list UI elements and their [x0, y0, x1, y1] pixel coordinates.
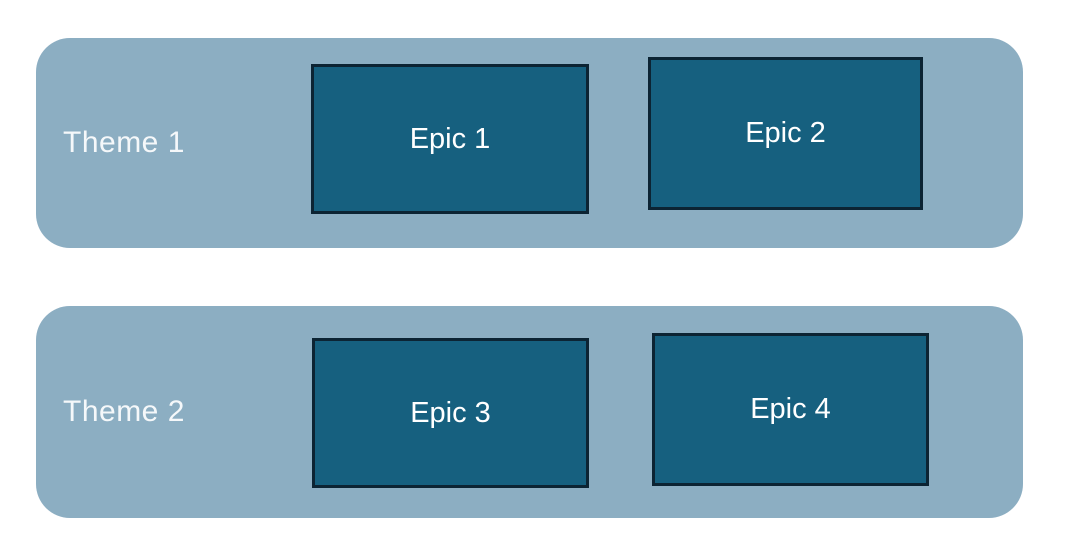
- epic-3-box: Epic 3: [312, 338, 589, 488]
- theme-band-1: Theme 1 Epic 1 Epic 2: [36, 38, 1023, 248]
- epic-2-box: Epic 2: [648, 57, 923, 210]
- epic-4-box: Epic 4: [652, 333, 929, 486]
- epic-2-label: Epic 2: [745, 117, 826, 149]
- theme-1-label: Theme 1: [63, 126, 185, 159]
- theme-band-2: Theme 2 Epic 3 Epic 4: [36, 306, 1023, 518]
- epic-1-box: Epic 1: [311, 64, 589, 214]
- epic-4-label: Epic 4: [750, 393, 831, 425]
- epic-3-label: Epic 3: [410, 396, 491, 429]
- theme-2-label: Theme 2: [63, 395, 185, 428]
- epic-1-label: Epic 1: [409, 122, 491, 155]
